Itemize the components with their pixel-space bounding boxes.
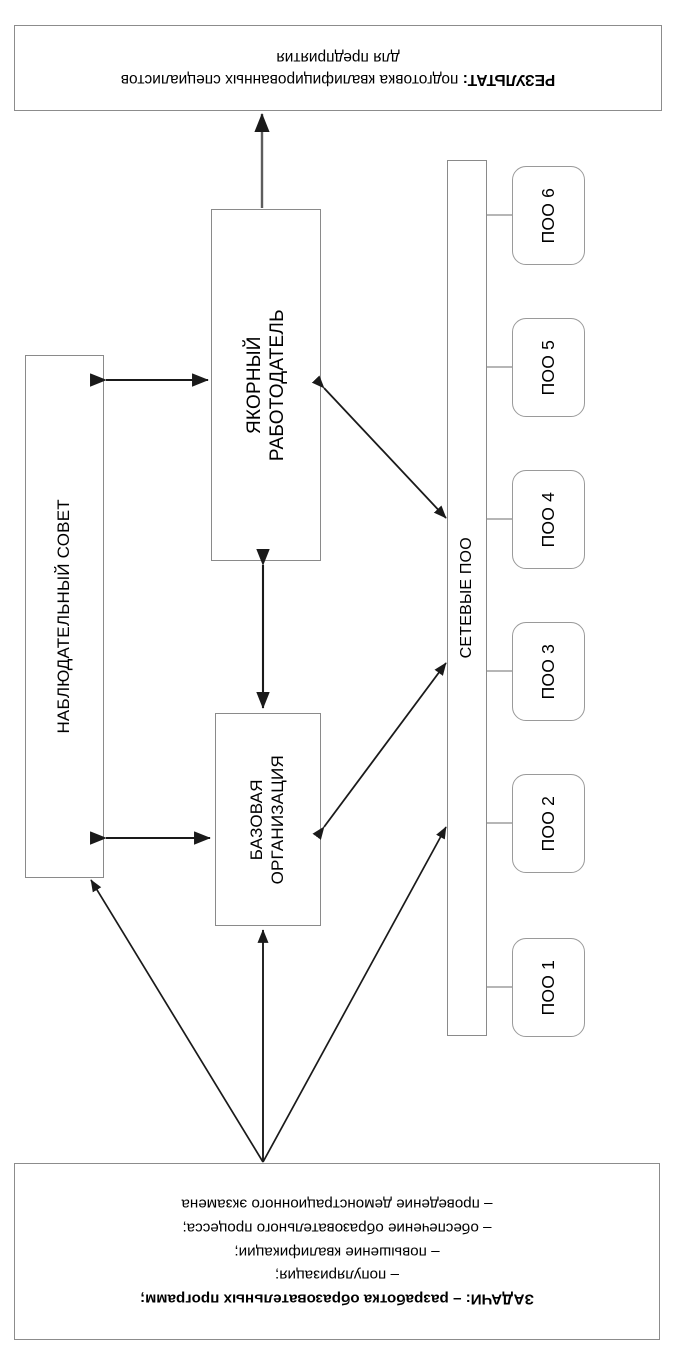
result-label: РЕЗУЛЬТАТ: bbox=[462, 71, 556, 88]
node-network-poo-label: СЕТЕВЫЕ ПОО bbox=[458, 537, 476, 659]
base-organization-line-1: БАЗОВАЯ bbox=[247, 778, 267, 861]
poo-item-5-label: ПОО 5 bbox=[537, 339, 558, 396]
poo-item-6-label: ПОО 6 bbox=[537, 187, 558, 244]
node-base-organization[interactable]: БАЗОВАЯ ОРГАНИЗАЦИЯ bbox=[215, 713, 321, 926]
poo-item-4[interactable]: ПОО 4 bbox=[512, 470, 585, 569]
tasks-list: ЗАДАЧИ: – разработка образовательных про… bbox=[31, 1192, 643, 1311]
tasks-item-1: ЗАДАЧИ: – разработка образовательных про… bbox=[140, 1290, 534, 1308]
result-panel-text: РЕЗУЛЬТАТ: подготовка квалифицированных … bbox=[15, 46, 661, 90]
poo-item-6[interactable]: ПОО 6 bbox=[512, 166, 585, 265]
tasks-item-2: – популяризация; bbox=[275, 1267, 399, 1285]
tasks-item-5: – проведение демонстрационного экзамена bbox=[181, 1195, 493, 1213]
result-subline: для предприятия bbox=[276, 49, 400, 66]
result-text: подготовка квалифицированных специалисто… bbox=[120, 71, 463, 88]
arrow-anchor-network bbox=[311, 375, 447, 519]
poo-item-1-label: ПОО 1 bbox=[537, 959, 558, 1016]
base-organization-line-2: ОРГАНИЗАЦИЯ bbox=[268, 754, 287, 885]
poo-item-1[interactable]: ПОО 1 bbox=[512, 938, 585, 1037]
anchor-employer-line-1: ЯКОРНЫЙ bbox=[243, 336, 265, 434]
poo-item-2[interactable]: ПОО 2 bbox=[512, 774, 585, 873]
node-base-organization-label: БАЗОВАЯ ОРГАНИЗАЦИЯ bbox=[247, 755, 288, 884]
anchor-employer-line-2: РАБОТОДАТЕЛЬ bbox=[267, 309, 288, 461]
poo-item-3[interactable]: ПОО 3 bbox=[512, 622, 585, 721]
arrow-base-network bbox=[312, 662, 447, 840]
node-network-poo[interactable]: СЕТЕВЫЕ ПОО bbox=[447, 160, 487, 1036]
tasks-panel-text: ЗАДАЧИ: – разработка образовательных про… bbox=[15, 1192, 659, 1311]
result-headline: РЕЗУЛЬТАТ: подготовка квалифицированных … bbox=[31, 68, 645, 90]
result-panel: РЕЗУЛЬТАТ: подготовка квалифицированных … bbox=[14, 25, 662, 111]
node-supervisory-board[interactable]: НАБЛЮДАТЕЛЬНЫЙ СОВЕТ bbox=[25, 355, 104, 878]
poo-item-4-label: ПОО 4 bbox=[537, 491, 558, 548]
poo-item-2-label: ПОО 2 bbox=[537, 795, 558, 852]
tasks-panel: ЗАДАЧИ: – разработка образовательных про… bbox=[14, 1163, 660, 1340]
node-anchor-employer-label: ЯКОРНЫЙ РАБОТОДАТЕЛЬ bbox=[243, 309, 289, 461]
node-supervisory-board-label: НАБЛЮДАТЕЛЬНЫЙ СОВЕТ bbox=[54, 499, 74, 734]
tasks-item-3: – повышение квалификации; bbox=[234, 1243, 440, 1261]
poo-item-3-label: ПОО 3 bbox=[537, 643, 558, 700]
poo-item-5[interactable]: ПОО 5 bbox=[512, 318, 585, 417]
tasks-item-4: – обеспечение образовательного процесса; bbox=[182, 1219, 492, 1237]
node-anchor-employer[interactable]: ЯКОРНЫЙ РАБОТОДАТЕЛЬ bbox=[211, 209, 321, 561]
